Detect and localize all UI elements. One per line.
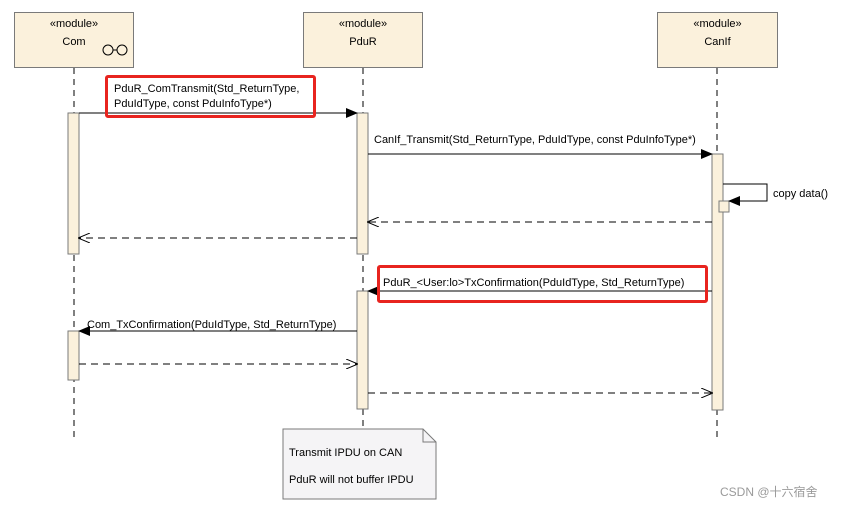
label-canif-transmit: CanIf_Transmit(Std_ReturnType, PduIdType… [374, 134, 696, 146]
arrow-copy-data [723, 183, 768, 206]
lifeline-pdur-name: PduR [349, 36, 377, 48]
label-com-transmit-line2: PduIdType, const PduInfoType*) [114, 98, 272, 110]
label-com-transmit-line1: PduR_ComTransmit(Std_ReturnType, [114, 83, 300, 95]
note-line1: Transmit IPDU on CAN [289, 447, 403, 459]
label-tx-confirmation-com: Com_TxConfirmation(PduIdType, Std_Return… [87, 319, 337, 331]
com-activation-2 [67, 330, 80, 381]
lifeline-canif-name: CanIf [704, 36, 731, 48]
note-line2: PduR will not buffer IPDU [289, 474, 414, 486]
note-box [282, 428, 437, 500]
highlight-tx-confirmation [377, 265, 708, 303]
note-fold [422, 429, 436, 443]
label-copy-data: copy data() [773, 188, 829, 200]
lifeline-pdur-stereotype: «module» [338, 18, 388, 30]
pdur-activation-2 [356, 290, 369, 410]
pdur-activation-1 [356, 112, 369, 255]
label-tx-confirmation-pdur: PduR_<User:lo>TxConfirmation(PduIdType, … [383, 277, 685, 289]
lifeline-canif-stereotype: «module» [693, 18, 742, 30]
lifeline-canif: «module» CanIf [657, 12, 778, 68]
watermark: CSDN @十六宿舍 [720, 485, 818, 499]
highlight-com-transmit [105, 75, 316, 118]
canif-activation-1 [711, 153, 724, 411]
lifeline-com-name: Com [62, 36, 86, 48]
component-icon [102, 44, 128, 56]
lifeline-com: «module» Com [14, 12, 134, 68]
canif-activation-nested [718, 200, 730, 213]
lifeline-com-stereotype: «module» [49, 18, 99, 30]
lifeline-pdur: «module» PduR [303, 12, 423, 68]
com-activation-1 [67, 112, 80, 255]
